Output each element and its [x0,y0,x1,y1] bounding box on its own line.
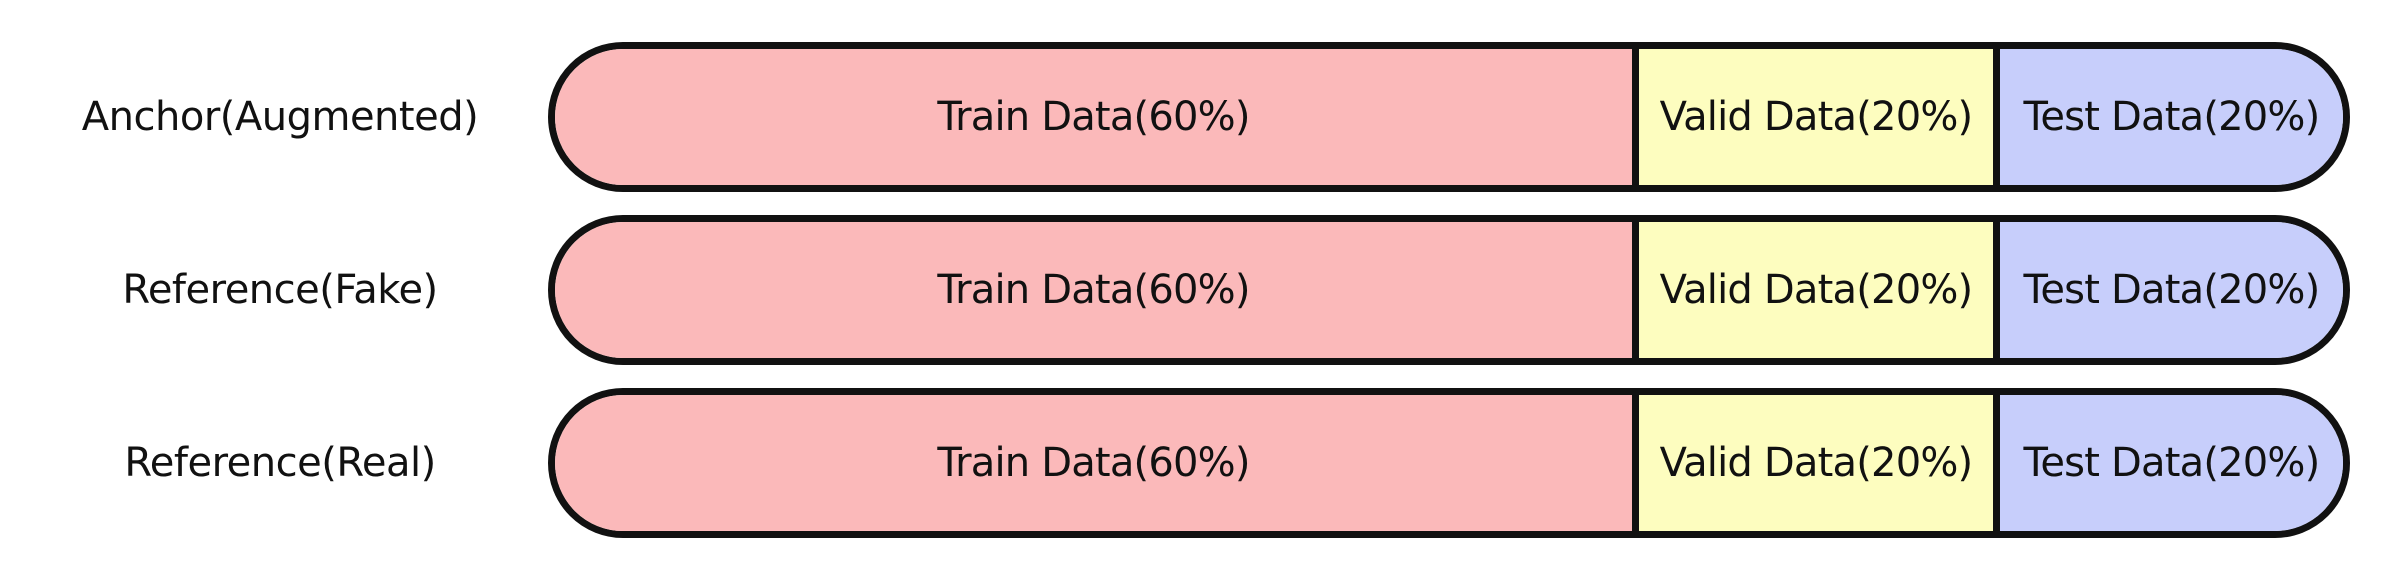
split-bar: Train Data(60%) Valid Data(20%) Test Dat… [548,42,2350,192]
split-row-reference-real: Reference(Real) Train Data(60%) Valid Da… [0,388,2398,538]
train-segment: Train Data(60%) [555,395,1639,531]
split-row-reference-fake: Reference(Fake) Train Data(60%) Valid Da… [0,215,2398,365]
split-row-anchor-augmented: Anchor(Augmented) Train Data(60%) Valid … [0,42,2398,192]
test-segment: Test Data(20%) [2000,49,2343,185]
valid-segment: Valid Data(20%) [1639,49,2000,185]
row-label: Anchor(Augmented) [81,94,479,140]
test-segment: Test Data(20%) [2000,222,2343,358]
row-label: Reference(Fake) [122,267,438,313]
train-segment: Train Data(60%) [555,222,1639,358]
test-segment: Test Data(20%) [2000,395,2343,531]
split-bar: Train Data(60%) Valid Data(20%) Test Dat… [548,388,2350,538]
train-segment: Train Data(60%) [555,49,1639,185]
split-bar: Train Data(60%) Valid Data(20%) Test Dat… [548,215,2350,365]
row-label: Reference(Real) [124,440,436,486]
valid-segment: Valid Data(20%) [1639,395,2000,531]
valid-segment: Valid Data(20%) [1639,222,2000,358]
